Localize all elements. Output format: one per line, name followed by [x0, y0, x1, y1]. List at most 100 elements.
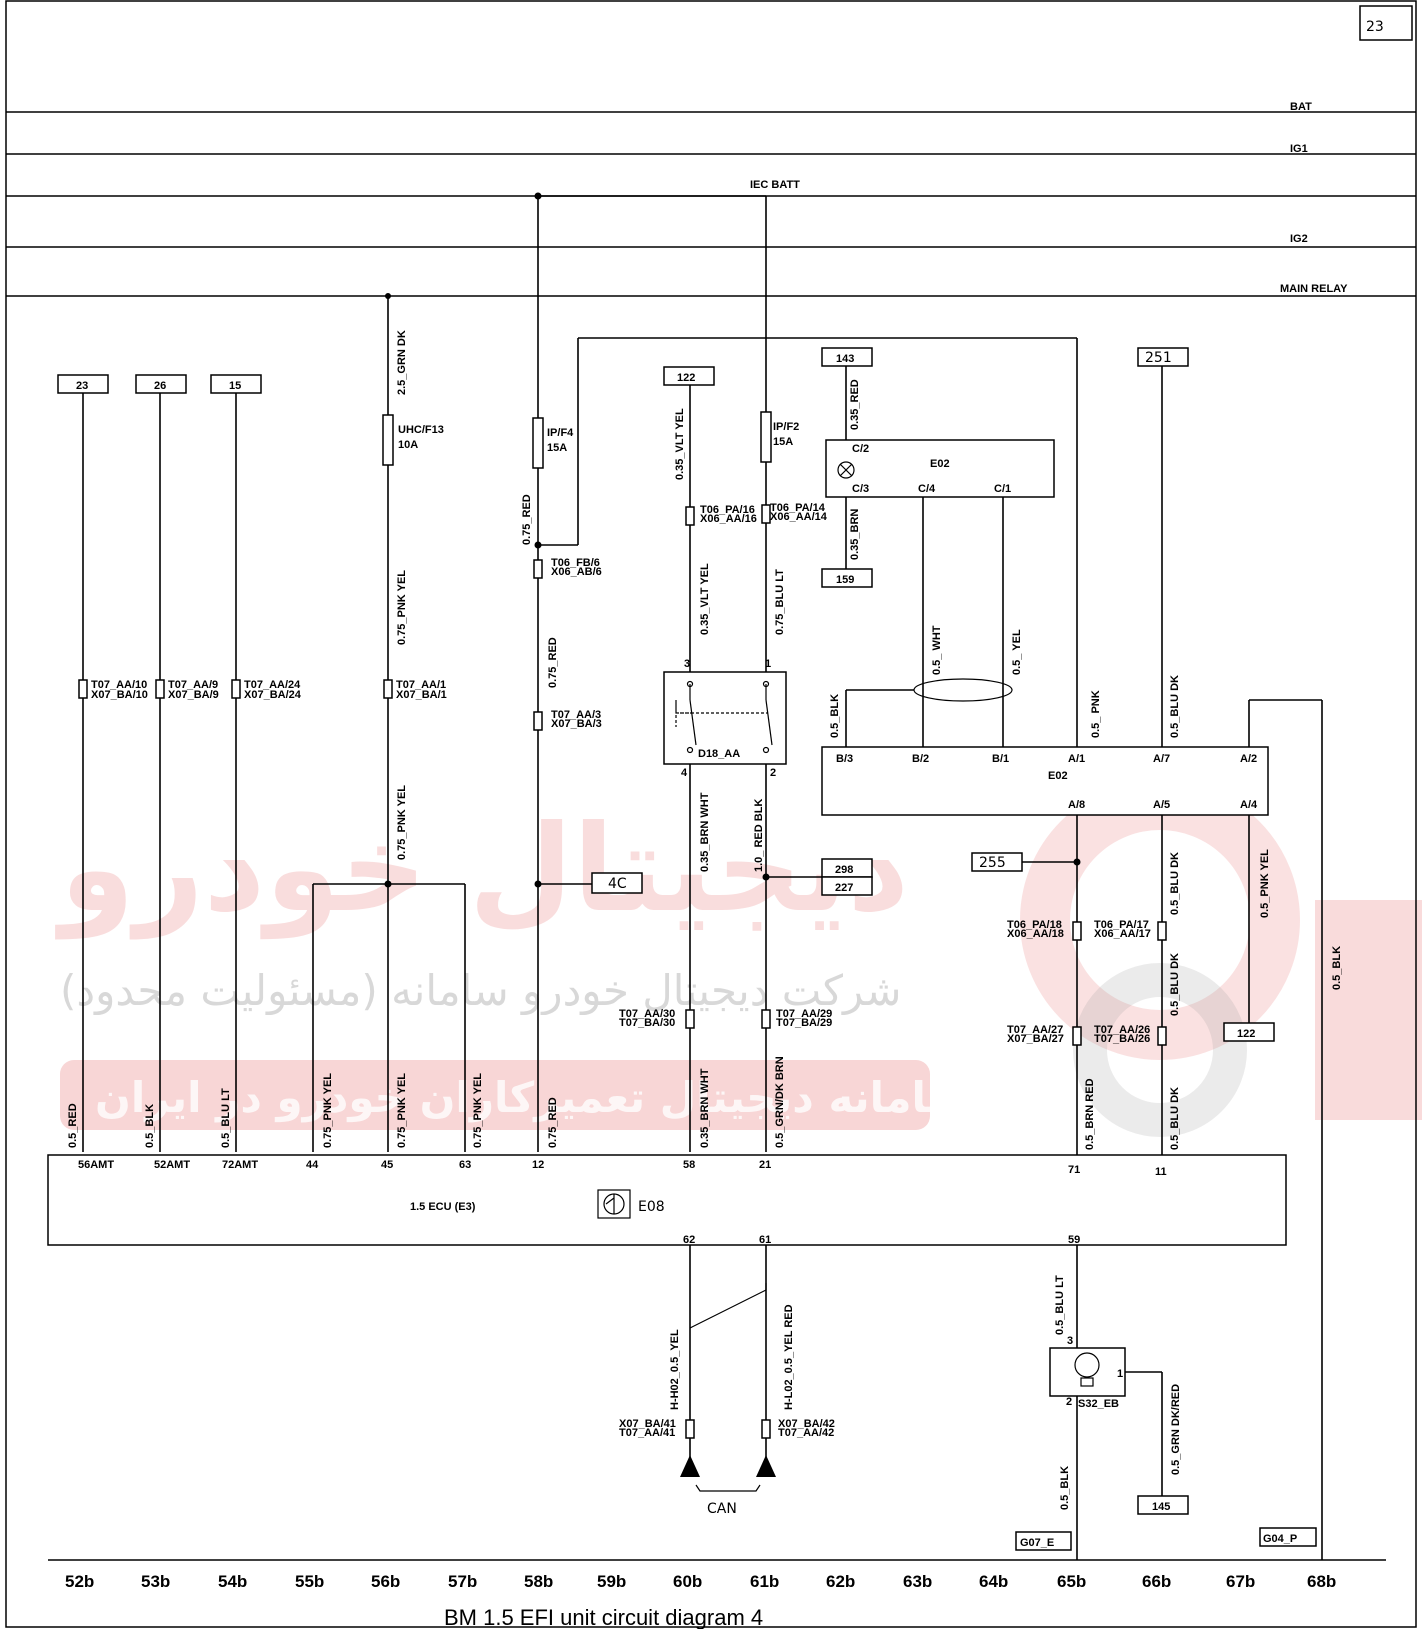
- col-67b: 67b: [1226, 1572, 1255, 1591]
- lamp-c4: C/4: [918, 483, 936, 495]
- ref-box-255: 255: [979, 855, 1006, 871]
- ecu-name: 1.5 ECU (E3): [410, 1201, 476, 1213]
- e02-b2: B/2: [912, 753, 929, 765]
- wire-label-w28: 0.5_BLU DK: [1169, 953, 1181, 1016]
- conn-c9a: T07_AA/30: [619, 1008, 675, 1020]
- wire-label-w14: 0.75_RED: [547, 637, 559, 688]
- ref-box-15: 15: [229, 380, 241, 392]
- col-58b: 58b: [524, 1572, 553, 1591]
- wire-label-w32: 0.5_BLK: [1059, 1466, 1071, 1510]
- fuse-ipf2: IP/F2: [773, 421, 799, 433]
- watermark-company: شرکت دیجیتال خودرو سامانه (مسئولیت محدود…: [60, 966, 901, 1015]
- wire-label-w6: 0.75_PNK YEL: [472, 1073, 484, 1148]
- watermark-slogan: اولین سامانه دیجیتال تعمیرکاران خودرو در…: [95, 1073, 1094, 1123]
- wire-label-w11: 0.75_PNK YEL: [396, 570, 408, 645]
- ref-box-145: 145: [1152, 1501, 1170, 1513]
- fuse-ipf4: IP/F4: [547, 427, 574, 439]
- col-59b: 59b: [597, 1572, 626, 1591]
- column-labels: 52b 53b 54b 55b 56b 57b 58b 59b 60b 61b …: [65, 1572, 1336, 1591]
- fuse-ipf2-amp: 15A: [773, 436, 793, 448]
- wire-label-w24: 0.5_BLK: [829, 694, 841, 738]
- col-54b: 54b: [218, 1572, 247, 1591]
- sensor-pin-3: 3: [1067, 1335, 1073, 1347]
- wire-label-w21: 0.35_BRN: [849, 509, 861, 560]
- e02-a7: A/7: [1153, 753, 1170, 765]
- conn-c4a: T07_AA/1: [396, 679, 446, 691]
- fuse-uhc: UHC/F13: [398, 424, 444, 436]
- wire-label-w2: 0.5_BLK: [144, 1104, 156, 1148]
- wire-label-w5: 0.75_PNK YEL: [396, 1073, 408, 1148]
- ecu-pin-11: 11: [1155, 1166, 1167, 1178]
- col-65b: 65b: [1057, 1572, 1086, 1591]
- ecu-pin-71: 71: [1068, 1164, 1080, 1176]
- wire-label-w25: 0.5_ PNK: [1090, 690, 1102, 738]
- ref-box-159: 159: [836, 574, 854, 586]
- wire-label-w9: 0.5_GRN/DK BRN: [774, 1056, 786, 1148]
- conn-c5b: X06_AB/6: [551, 566, 602, 578]
- conn-c11a: T06_PA/18: [1007, 919, 1062, 931]
- wire-label-w10: 2.5_GRN DK: [396, 330, 408, 395]
- col-66b: 66b: [1142, 1572, 1171, 1591]
- sensor-pin-2: 2: [1066, 1396, 1072, 1408]
- conn-c8b: X06_AA/14: [770, 511, 828, 523]
- e02-a5: A/5: [1153, 799, 1170, 811]
- e02-a8: A/8: [1068, 799, 1085, 811]
- fuse-uhc-amp: 10A: [398, 439, 418, 451]
- wire-label-w3: 0.5_BLU LT: [220, 1088, 232, 1148]
- rail-iec-batt: IEC BATT: [750, 179, 800, 191]
- ecu-pin-58: 58: [683, 1159, 695, 1171]
- conn-c1a: T07_AA/10: [91, 679, 147, 691]
- ecu-pin-62: 62: [683, 1234, 695, 1246]
- wire-label-w15: 0.35_VLT YEL: [674, 408, 686, 480]
- wire-label-w29: 0.5_BLU DK: [1169, 1087, 1181, 1150]
- ecu-pin-61: 61: [759, 1234, 771, 1246]
- conn-c7b: X06_AA/16: [700, 513, 757, 525]
- switch-pin-1: 1: [765, 658, 771, 670]
- wire-label-w1: 0.5_RED: [67, 1103, 79, 1148]
- wire-label-w30: 0.5_BRN RED: [1084, 1078, 1096, 1150]
- switch-pin-4: 4: [681, 767, 688, 779]
- wire-label-w37: 0.5_BLK: [1331, 946, 1343, 990]
- wire-label-w19: 1.0_ RED BLK: [753, 799, 765, 872]
- diagram-caption: BM 1.5 EFI unit circuit diagram 4: [444, 1605, 763, 1629]
- conn-c3b: X07_BA/24: [244, 689, 302, 701]
- can-label: CAN: [707, 1501, 737, 1517]
- conn-c4b: X07_BA/1: [396, 689, 447, 701]
- e02-a2: A/2: [1240, 753, 1257, 765]
- conn-c8a: T06_PA/14: [770, 502, 826, 514]
- ref-box-4c: 4C: [608, 876, 627, 892]
- col-60b: 60b: [673, 1572, 702, 1591]
- conn-c9b: T07_BA/30: [619, 1017, 675, 1029]
- ref-box-122b: 122: [1237, 1028, 1255, 1040]
- wire-label-w36: 0.5_GRN DK/RED: [1170, 1384, 1182, 1475]
- ecu-pin-59: 59: [1068, 1234, 1080, 1246]
- conn-c13a: T07_AA/27: [1007, 1024, 1063, 1036]
- ref-box-143: 143: [836, 353, 854, 365]
- module-e02-pins: B/3 B/2 B/1 A/1 A/7 A/2 E02 A/8 A/5 A/4: [821, 746, 1269, 816]
- wire-label-w4: 0.75_PNK YEL: [322, 1073, 334, 1148]
- rail-ig2: IG2: [1290, 233, 1308, 245]
- sensor-s32: 3 1 2 S32_EB: [1049, 1335, 1126, 1410]
- ref-box-26: 26: [154, 380, 166, 392]
- conn-c3a: T07_AA/24: [244, 679, 301, 691]
- ref-box-251: 251: [1145, 350, 1172, 366]
- e02-name: E02: [1048, 770, 1068, 782]
- conn-c12a: T06_PA/17: [1094, 919, 1149, 931]
- conn-c13b: X07_BA/27: [1007, 1033, 1064, 1045]
- wire-label-w20: 0.35_RED: [849, 379, 861, 430]
- col-52b: 52b: [65, 1572, 94, 1591]
- page-number-box: [1359, 5, 1413, 41]
- col-63b: 63b: [903, 1572, 932, 1591]
- conn-c16b: T07_AA/42: [778, 1427, 834, 1439]
- conn-c6b: X07_BA/3: [551, 718, 602, 730]
- ref-box-23: 23: [76, 380, 88, 392]
- ecu-code: E08: [638, 1199, 665, 1215]
- wire-label-w23: 0.5_ YEL: [1011, 629, 1023, 675]
- conn-c10b: T07_BA/29: [776, 1017, 832, 1029]
- ecu-pin-56amt: 56AMT: [78, 1159, 114, 1171]
- lamp-c1: C/1: [994, 483, 1011, 495]
- conn-c15b: T07_AA/41: [619, 1427, 675, 1439]
- sensor-pin-1: 1: [1117, 1368, 1123, 1380]
- rail-main-relay: MAIN RELAY: [1280, 283, 1348, 295]
